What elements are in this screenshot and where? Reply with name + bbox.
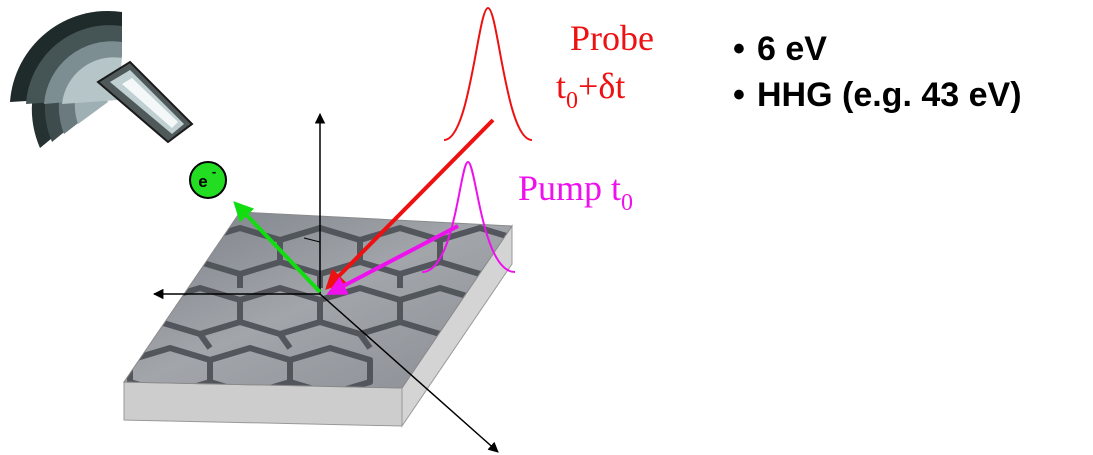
sample-front-face — [123, 381, 403, 427]
probe-time: t0+δt — [556, 66, 625, 114]
bullet-item: •HHG (e.g. 43 eV) — [733, 76, 1022, 114]
pump-beam-arrow — [326, 224, 459, 295]
bullet-item: •6 eV — [733, 30, 827, 68]
electron-badge: e - — [189, 161, 227, 199]
emission-angle-arc — [303, 237, 321, 243]
photon-energy-list: •6 eV •HHG (e.g. 43 eV) — [733, 26, 1022, 118]
probe-beam-arrow — [325, 118, 495, 290]
electron-emission-arrow — [233, 201, 322, 294]
electron-label: e — [198, 172, 207, 191]
graphene-sample — [123, 211, 513, 428]
axis-x — [319, 293, 499, 453]
probe-label: Probe — [570, 18, 654, 58]
electron-charge: - — [212, 164, 216, 179]
probe-pulse — [443, 6, 533, 141]
pump-label: Pump t0 — [518, 168, 633, 216]
coordinate-axes — [152, 112, 499, 453]
pump-pulse — [421, 160, 516, 273]
electron-analyzer-icon — [10, 10, 194, 148]
